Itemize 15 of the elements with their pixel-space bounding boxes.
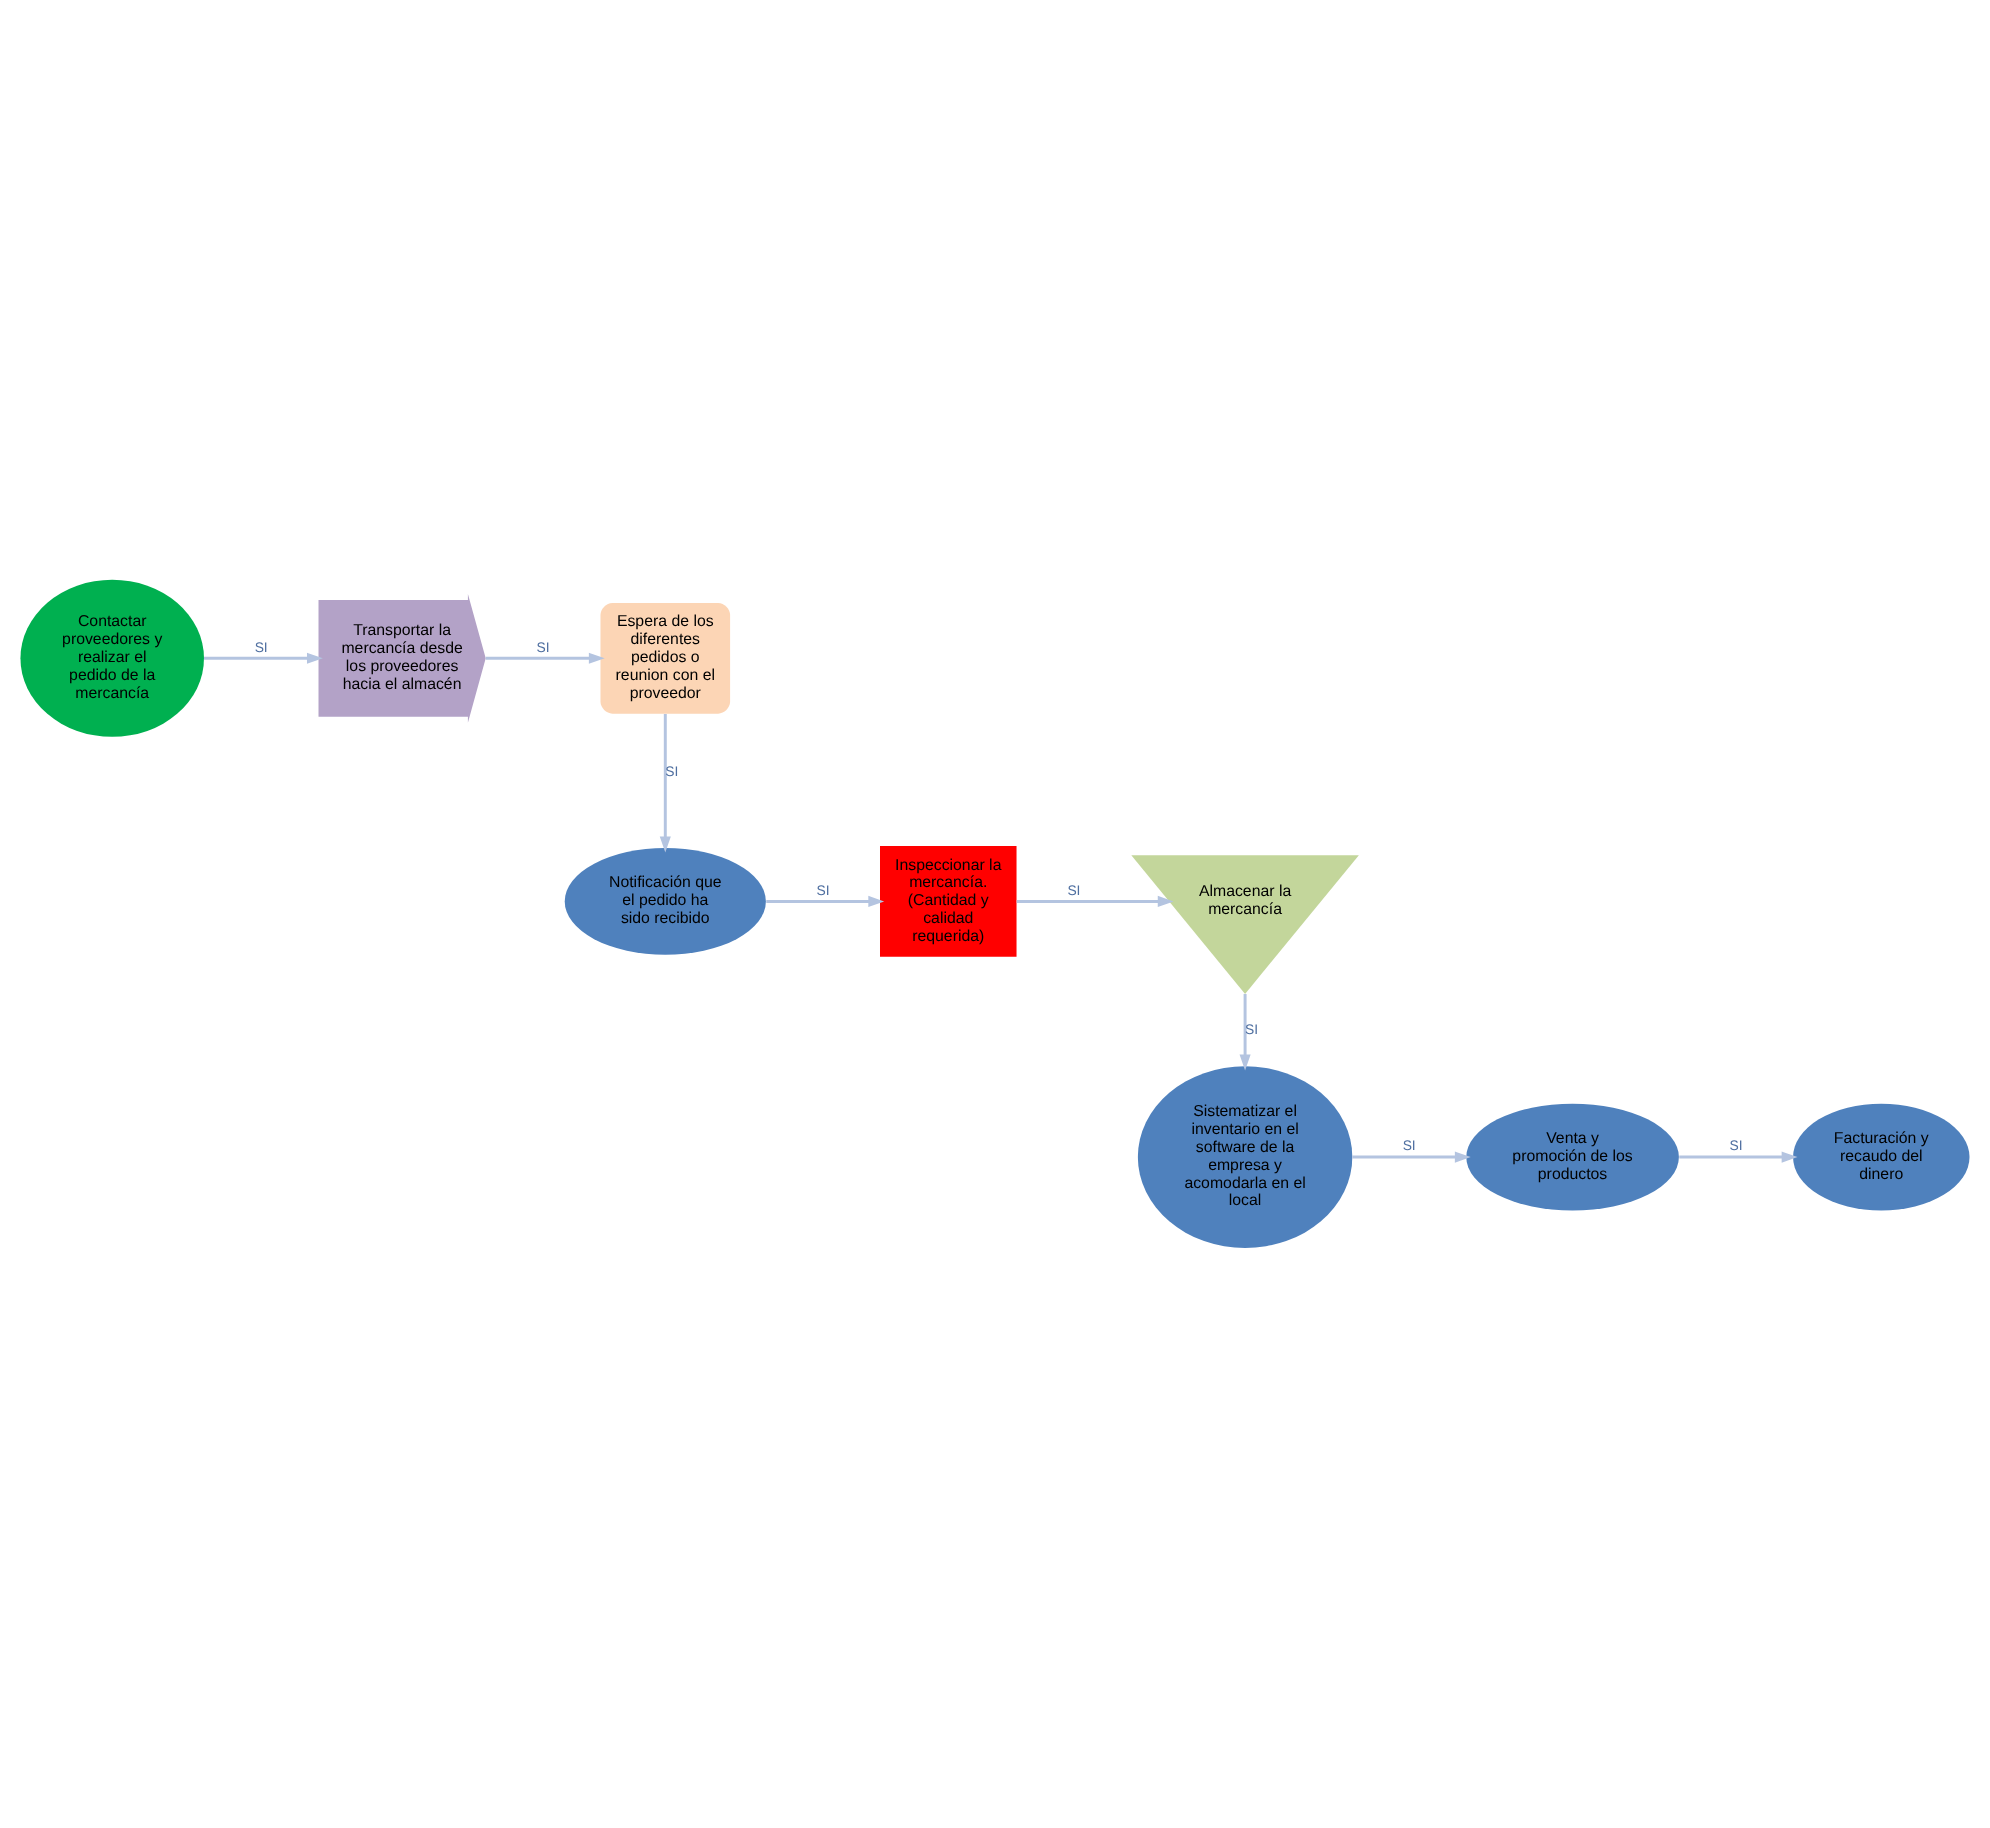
node-box: Inspeccionar la mercancía. (Cantidad y calidad requerida) xyxy=(880,846,1017,957)
node-box: Espera de los diferentes pedidos o reunion con el proveedor xyxy=(600,602,731,714)
arrow xyxy=(485,652,605,664)
arrow xyxy=(659,714,671,853)
arrow xyxy=(1679,1151,1798,1163)
node-ellipse: Sistematizar el inventario en el software de la empresa y acomodarla en el local xyxy=(1137,1066,1353,1248)
node-ellipse: Contactar proveedores y realizar el pedido de la mercancía xyxy=(20,579,204,737)
node-ellipse: Notificación que el pedido ha sido recibido xyxy=(564,848,766,955)
arrow xyxy=(1239,994,1251,1071)
node-ellipse: Facturación y recaudo del dinero xyxy=(1793,1103,1970,1211)
arrow xyxy=(1016,895,1174,907)
node-ellipse: Venta y promoción de los productos xyxy=(1466,1103,1679,1211)
arrow xyxy=(203,652,323,664)
arrow xyxy=(766,895,885,907)
arrow xyxy=(1352,1151,1471,1163)
